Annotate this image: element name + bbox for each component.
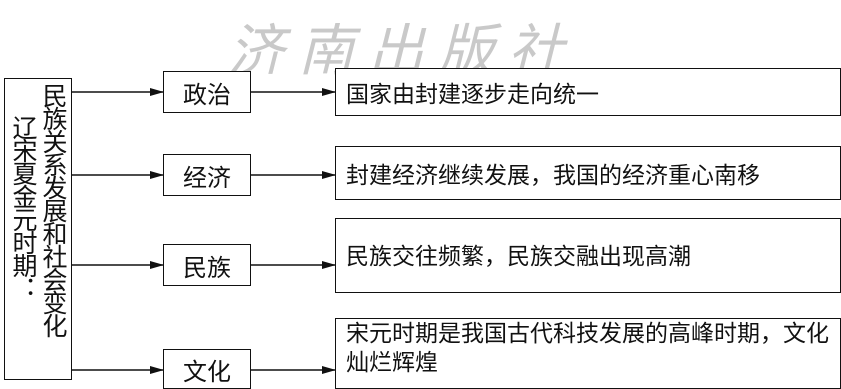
category-label: 政治	[183, 80, 231, 109]
description-box-economy: 封建经济继续发展，我国的经济重心南移	[335, 146, 841, 200]
category-box-politics: 政治	[163, 71, 251, 113]
description-box-ethnicity: 民族交往频繁，民族交融出现高潮	[335, 218, 841, 293]
category-box-economy: 经济	[163, 154, 251, 196]
description-box-culture: 宋元时期是我国古代科技发展的高峰时期，文化灿烂辉煌	[335, 318, 841, 389]
root-title-line-1: 辽宋夏金元时期：	[9, 115, 38, 299]
description-box-politics: 国家由封建逐步走向统一	[335, 68, 841, 116]
description-text: 宋元时期是我国古代科技发展的高峰时期，文化灿烂辉煌	[346, 321, 829, 376]
description-text: 封建经济继续发展，我国的经济重心南移	[346, 163, 760, 189]
category-label: 民族	[183, 253, 231, 282]
root-title-line-2: 民族关系发展和社会变化	[39, 83, 68, 336]
category-label: 经济	[183, 163, 231, 192]
category-box-culture: 文化	[163, 349, 251, 389]
root-topic-box: 辽宋夏金元时期： 民族关系发展和社会变化	[4, 78, 72, 380]
description-text: 民族交往频繁，民族交融出现高潮	[346, 244, 691, 270]
category-label: 文化	[183, 357, 231, 386]
category-box-ethnicity: 民族	[163, 244, 251, 286]
description-text: 国家由封建逐步走向统一	[346, 82, 599, 108]
